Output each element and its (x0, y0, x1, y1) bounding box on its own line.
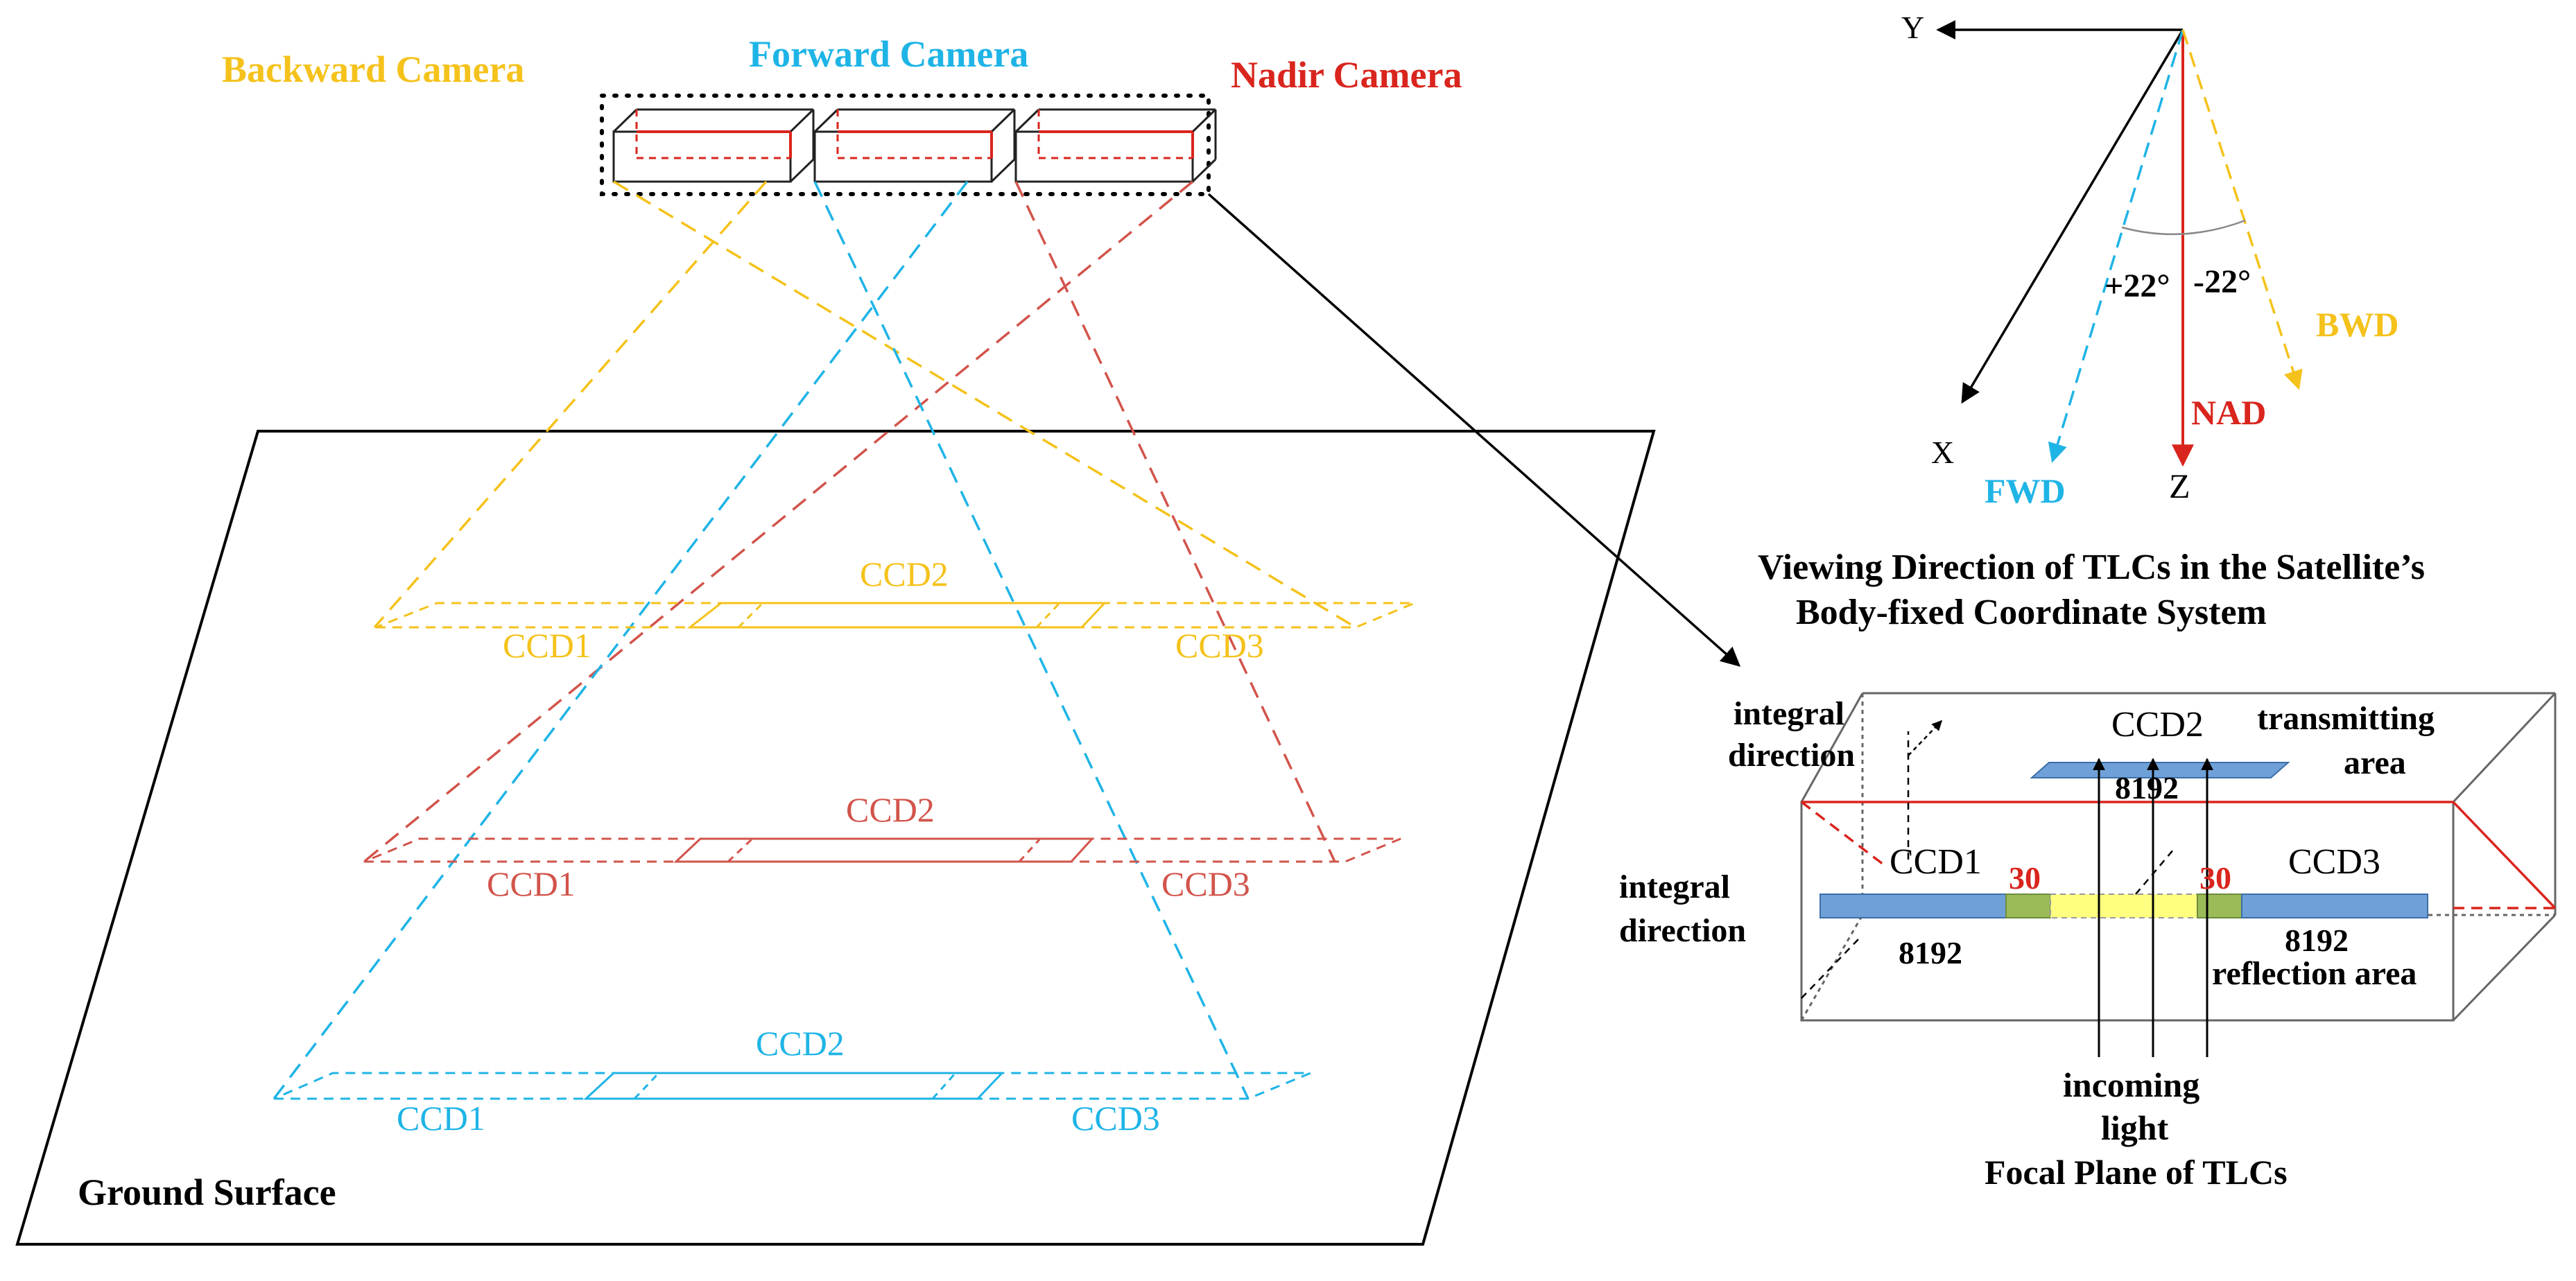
transmitting-area-label-1: transmitting (2257, 700, 2435, 737)
incoming-light-label-2: light (2101, 1108, 2169, 1147)
backward-rays (373, 180, 1356, 629)
forward-ccd2-label: CCD2 (756, 1024, 845, 1063)
overlap-left-label: 30 (2009, 860, 2041, 896)
backward-strip (375, 602, 1415, 629)
camera-group-box (600, 94, 1211, 196)
bwd-label: BWD (2316, 305, 2398, 344)
zoom-connector-arrow (1207, 193, 1741, 667)
backward-ccd3-label: CCD3 (1175, 626, 1264, 665)
nadir-ccd3-label: CCD3 (1161, 864, 1250, 903)
forward-camera-label: Forward Camera (749, 33, 1028, 75)
ground-surface-plane (15, 430, 1656, 1246)
focal-plane-mirror-outline (1800, 801, 2557, 909)
nadir-ccd1-label: CCD1 (487, 864, 576, 903)
integral-top-arrow-icon (1908, 720, 1943, 756)
backward-ccd2-label: CCD2 (860, 555, 949, 593)
x-axis-arrow (1961, 29, 2184, 404)
forward-camera-icon (813, 108, 1016, 183)
focal-ccd1-pixels: 8192 (1899, 935, 1962, 970)
forward-ccd3-label: CCD3 (1071, 1099, 1160, 1138)
focal-overlap-left (2005, 894, 2051, 918)
incoming-light-label-1: incoming (2063, 1065, 2199, 1104)
minus-angle-label: -22° (2193, 263, 2251, 300)
forward-strip (273, 1072, 1311, 1100)
forward-direction-arrow (2048, 29, 2184, 463)
integral-top-label-2: direction (1728, 737, 1855, 774)
backward-camera-icon (612, 108, 815, 183)
reflection-area-label: reflection area (2212, 955, 2417, 992)
axes-diagram (1936, 19, 2303, 467)
backward-ccd1-label: CCD1 (503, 626, 591, 665)
backward-direction-arrow (2181, 29, 2303, 390)
focal-ccd3-label: CCD3 (2288, 842, 2380, 882)
focal-ccd1-bar (1819, 894, 2007, 918)
ground-surface-label: Ground Surface (78, 1171, 336, 1213)
focal-plane-caption: Focal Plane of TLCs (1985, 1153, 2288, 1192)
axes-caption-line2: Body-fixed Coordinate System (1796, 593, 2267, 632)
integral-left-label-1: integral (1619, 869, 1730, 905)
nadir-rays (363, 180, 1336, 863)
x-axis-label: X (1931, 435, 1954, 470)
nadir-camera-icon (1014, 108, 1217, 183)
integral-left-line (1801, 939, 1859, 999)
forward-ccd1-label: CCD1 (397, 1099, 485, 1138)
angle-arc (2121, 219, 2246, 236)
nadir-ccd2-label: CCD2 (846, 790, 935, 829)
focal-ccd2-pixels: 8192 (2115, 770, 2179, 805)
fwd-label: FWD (1985, 471, 2066, 510)
integral-center-line (2135, 848, 2175, 895)
forward-rays (273, 180, 1250, 1100)
focal-ccd3-pixels: 8192 (2285, 923, 2349, 958)
focal-plane-box (1800, 692, 2557, 1022)
backward-camera-label: Backward Camera (222, 49, 524, 90)
focal-ccd3-bar (2241, 894, 2428, 918)
plus-angle-label: +22° (2104, 268, 2170, 304)
focal-ccd2-label: CCD2 (2111, 705, 2204, 744)
z-axis-label: Z (2169, 467, 2190, 505)
nadir-strip (363, 837, 1401, 863)
overlap-right-label: 30 (2199, 860, 2231, 896)
transmitting-area-label-2: area (2344, 744, 2406, 781)
y-axis-label: Y (1901, 10, 1924, 45)
incoming-light-arrows (2093, 758, 2213, 1057)
integral-left-label-2: direction (1619, 912, 1746, 949)
nad-label: NAD (2191, 393, 2266, 432)
nadir-camera-label: Nadir Camera (1231, 54, 1462, 96)
focal-ccd1-label: CCD1 (1890, 842, 1982, 882)
integral-top-label-1: integral (1734, 695, 1844, 732)
focal-overlap-right (2197, 894, 2242, 918)
focal-transmit-gap (2050, 894, 2198, 918)
axes-caption-line1: Viewing Direction of TLCs in the Satelli… (1758, 548, 2425, 587)
